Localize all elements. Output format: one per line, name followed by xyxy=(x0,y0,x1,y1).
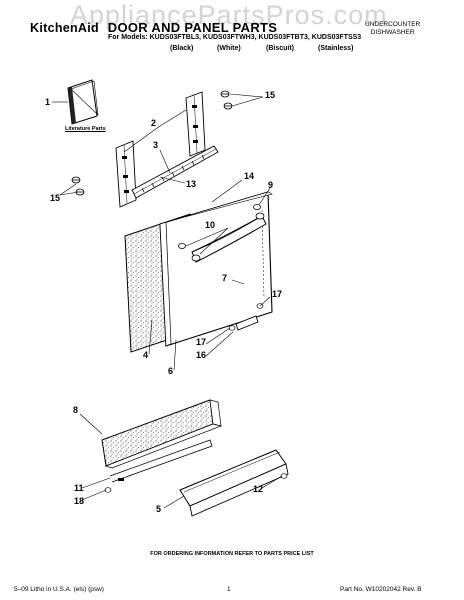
callout-10: 10 xyxy=(205,220,216,230)
literature-parts-label: Literature Parts xyxy=(65,126,106,132)
callout-1: 1 xyxy=(45,97,51,107)
callout-16: 16 xyxy=(196,350,207,360)
mounting-bracket-left xyxy=(115,140,137,208)
appliance-type-line2: DISHWASHER xyxy=(370,29,415,36)
lower-clip xyxy=(228,303,264,331)
color-label-stainless: (Stainless) xyxy=(318,45,354,52)
mounting-bracket-right xyxy=(185,91,206,157)
color-label-black: (Black) xyxy=(170,45,194,52)
callout-9: 9 xyxy=(268,180,274,190)
door-rail xyxy=(131,145,219,199)
callout-4: 4 xyxy=(143,350,149,360)
callout-8: 8 xyxy=(73,405,79,415)
callout-12: 12 xyxy=(253,484,264,494)
callout-5: 5 xyxy=(156,504,162,514)
leader-lines-lower xyxy=(79,413,283,509)
toe-kick-bracket xyxy=(104,439,213,493)
appliance-type-line1: UNDERCOUNTER xyxy=(365,21,421,28)
callout-15-lower: 15 xyxy=(50,193,61,203)
model-list: For Models: KUDS03FTBL3, KUDS03FTWH3, KU… xyxy=(108,34,362,41)
color-label-biscuit: (Biscuit) xyxy=(266,45,294,52)
callout-3: 3 xyxy=(153,140,159,150)
callout-2: 2 xyxy=(151,118,157,128)
literature-booklet xyxy=(67,79,99,125)
door-handle xyxy=(191,212,267,263)
toe-kick-insulation xyxy=(101,399,223,469)
callout-15-upper: 15 xyxy=(265,90,276,100)
appliance-type: UNDERCOUNTER DISHWASHER xyxy=(365,21,420,37)
screw-group-upper xyxy=(220,90,233,110)
callout-17-left: 17 xyxy=(196,337,207,347)
page-number: 1 xyxy=(227,586,231,593)
litho-info: 5–09 Litho in U.S.A. (els) (psw) xyxy=(14,586,104,593)
page-title: DOOR AND PANEL PARTS xyxy=(107,20,278,35)
page-header: KitchenAid DOOR AND PANEL PARTS xyxy=(30,20,277,35)
part-number: Part No. W10202042 Rev. B xyxy=(340,586,422,593)
handle-screws xyxy=(178,204,261,249)
callout-17-right: 17 xyxy=(272,289,283,299)
ordering-info: FOR ORDERING INFORMATION REFER TO PARTS … xyxy=(150,551,314,557)
toe-kick-panel xyxy=(179,449,289,517)
callout-6: 6 xyxy=(168,366,174,376)
callout-18: 18 xyxy=(74,496,85,506)
callout-7: 7 xyxy=(222,273,228,283)
watermark: AppliancePartsPros.com xyxy=(70,0,388,30)
color-label-white: (White) xyxy=(217,45,241,52)
leader-lines-upper xyxy=(52,93,271,371)
callout-11: 11 xyxy=(74,483,84,493)
callout-14: 14 xyxy=(244,171,255,181)
callout-13: 13 xyxy=(186,179,197,189)
brand-logo: KitchenAid xyxy=(30,21,99,35)
screw-group-lower xyxy=(71,176,85,196)
